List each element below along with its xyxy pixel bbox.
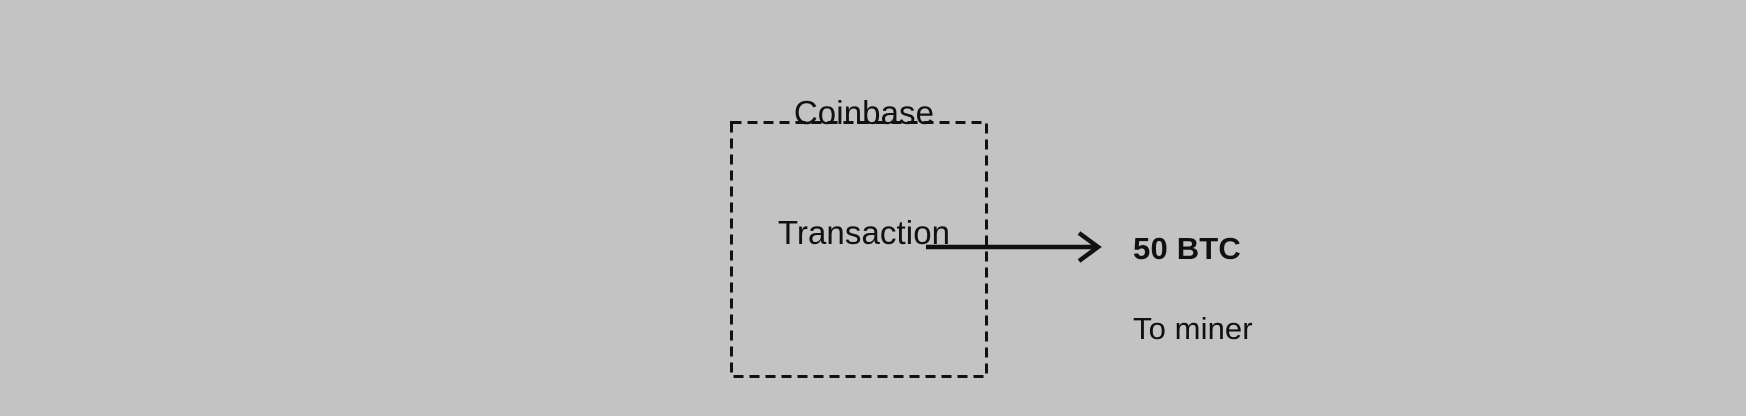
arrow-right-icon (926, 231, 1102, 263)
output-flow-arrow (920, 222, 1110, 274)
output-amount-label: 50 BTC (1133, 231, 1242, 266)
transaction-title-line-1: Coinbase (793, 94, 935, 131)
output-recipient-label: To miner (1133, 311, 1253, 346)
transaction-title-line-2: Transaction (777, 214, 951, 251)
transaction-output-labels: 50 BTC To miner (1133, 193, 1253, 385)
coinbase-transaction-title: Coinbase Transaction (664, 13, 1064, 333)
